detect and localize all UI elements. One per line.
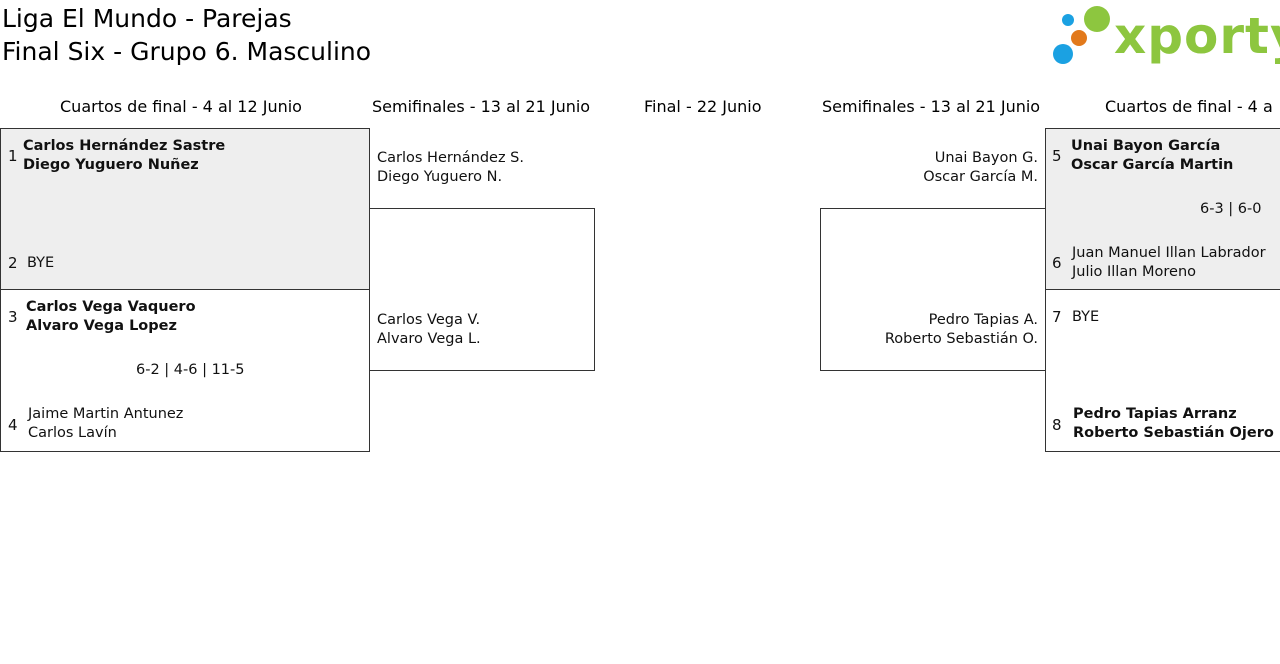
seed-number: 1 xyxy=(8,147,18,165)
sf-left-match[interactable]: Carlos Vega V. Alvaro Vega L. xyxy=(369,208,595,371)
player-name: Roberto Sebastián Ojero xyxy=(1073,425,1274,441)
qf-right-match-2[interactable]: 7 BYE 8 Pedro Tapias Arranz Roberto Seba… xyxy=(1045,289,1280,452)
sf-left-bottom-team[interactable]: Carlos Vega V. Alvaro Vega L. xyxy=(377,311,481,349)
player-name: BYE xyxy=(27,255,55,271)
team-entry[interactable]: Jaime Martin Antunez Carlos Lavín xyxy=(28,405,183,443)
player-name: Carlos Lavín xyxy=(28,425,117,441)
player-name: Diego Yuguero Nuñez xyxy=(23,157,199,173)
player-name: Julio Illan Moreno xyxy=(1072,264,1197,280)
player-name: Carlos Hernández S. xyxy=(377,150,524,166)
sf-right-match[interactable]: Pedro Tapias A. Roberto Sebastián O. xyxy=(820,208,1046,371)
player-name: Oscar García M. xyxy=(923,169,1038,185)
qf-left-match-1[interactable]: 1 Carlos Hernández Sastre Diego Yuguero … xyxy=(0,128,370,290)
column-header-qf-left: Cuartos de final - 4 al 12 Junio xyxy=(60,97,302,116)
team-entry[interactable]: Juan Manuel Illan Labrador Julio Illan M… xyxy=(1072,244,1266,282)
seed-number: 2 xyxy=(8,254,18,272)
player-name: Carlos Vega Vaquero xyxy=(26,299,196,315)
team-entry[interactable]: BYE xyxy=(1072,308,1099,327)
seed-number: 4 xyxy=(8,416,18,434)
player-name: Juan Manuel Illan Labrador xyxy=(1072,245,1266,261)
match-score: 6-3 | 6-0 xyxy=(1200,201,1262,217)
team-entry[interactable]: Unai Bayon García Oscar García Martin xyxy=(1071,137,1233,175)
player-name: Pedro Tapias A. xyxy=(928,312,1038,328)
page-subtitle: Final Six - Grupo 6. Masculino xyxy=(2,37,372,66)
sf-right-bottom-team[interactable]: Pedro Tapias A. Roberto Sebastián O. xyxy=(821,311,1038,349)
team-entry[interactable]: Carlos Vega Vaquero Alvaro Vega Lopez xyxy=(26,298,196,336)
sf-left-top-team[interactable]: Carlos Hernández S. Diego Yuguero N. xyxy=(377,149,524,187)
page-title: Liga El Mundo - Parejas xyxy=(2,4,292,33)
player-name: Pedro Tapias Arranz xyxy=(1073,406,1237,422)
player-name: Alvaro Vega L. xyxy=(377,331,481,347)
team-entry[interactable]: Pedro Tapias Arranz Roberto Sebastián Oj… xyxy=(1073,405,1274,443)
logo-wordmark: xporty xyxy=(1114,7,1280,65)
player-name: Unai Bayon García xyxy=(1071,138,1221,154)
logo-dots-icon xyxy=(1053,6,1110,64)
column-header-qf-right: Cuartos de final - 4 a xyxy=(1105,97,1273,116)
team-entry[interactable]: Carlos Hernández Sastre Diego Yuguero Nu… xyxy=(23,137,225,175)
seed-number: 6 xyxy=(1052,254,1062,272)
player-name: Roberto Sebastián O. xyxy=(884,331,1038,347)
player-name: Carlos Vega V. xyxy=(377,312,481,328)
seed-number: 5 xyxy=(1052,147,1062,165)
seed-number: 8 xyxy=(1052,416,1062,434)
player-name: Unai Bayon G. xyxy=(934,150,1038,166)
column-header-sf-left: Semifinales - 13 al 21 Junio xyxy=(372,97,591,116)
match-score: 6-2 | 4-6 | 11-5 xyxy=(136,362,245,378)
column-header-final: Final - 22 Junio xyxy=(644,97,762,116)
sf-right-top-team[interactable]: Unai Bayon G. Oscar García M. xyxy=(820,149,1038,187)
xporty-logo[interactable]: xporty xyxy=(1050,4,1280,68)
seed-number: 7 xyxy=(1052,308,1062,326)
team-entry[interactable]: BYE xyxy=(27,254,54,273)
player-name: Jaime Martin Antunez xyxy=(28,406,184,422)
player-name: Alvaro Vega Lopez xyxy=(26,318,177,334)
seed-number: 3 xyxy=(8,308,18,326)
player-name: Oscar García Martin xyxy=(1071,157,1234,173)
column-header-sf-right: Semifinales - 13 al 21 Junio xyxy=(822,97,1041,116)
player-name: Carlos Hernández Sastre xyxy=(23,138,226,154)
player-name: Diego Yuguero N. xyxy=(377,169,503,185)
qf-left-match-2[interactable]: 3 Carlos Vega Vaquero Alvaro Vega Lopez … xyxy=(0,289,370,452)
qf-right-match-1[interactable]: 5 Unai Bayon García Oscar García Martin … xyxy=(1045,128,1280,290)
player-name: BYE xyxy=(1072,309,1100,325)
